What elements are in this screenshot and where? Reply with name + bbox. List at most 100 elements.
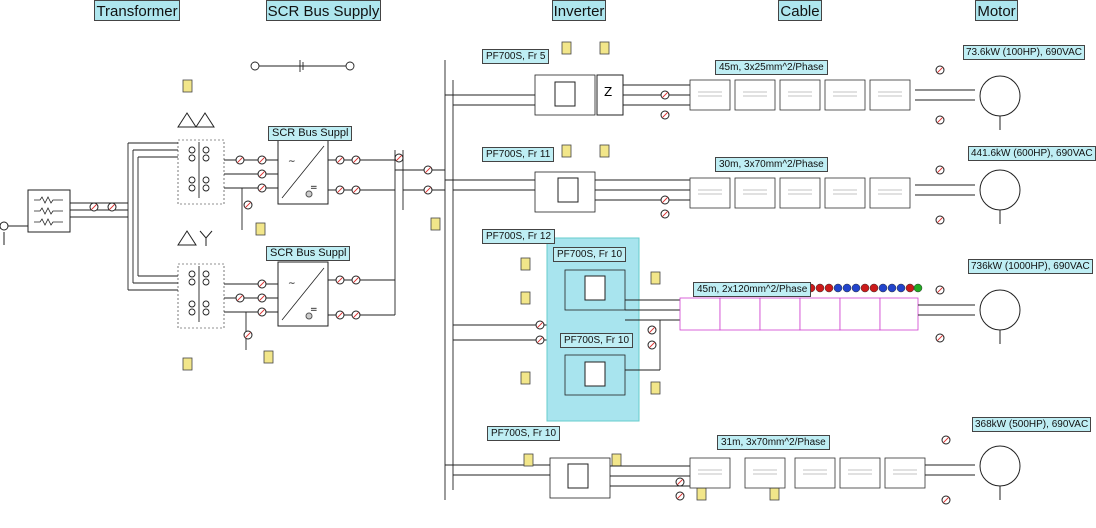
meter-icon — [235, 155, 245, 165]
meter-icon — [235, 293, 245, 303]
meter-icon — [660, 90, 670, 100]
svg-text:=: = — [310, 305, 318, 315]
scr-unit-lower-label: SCR Bus Suppl — [266, 246, 351, 261]
meter-icon — [351, 155, 361, 165]
motor-3-rating: 736kW (1000HP), 690VAC — [968, 259, 1093, 274]
meter-icon — [535, 335, 545, 345]
scope-icon — [599, 144, 610, 158]
meter-icon — [257, 307, 267, 317]
scope-icon — [523, 453, 534, 467]
scope-icon — [561, 144, 572, 158]
inverter-block-4 — [549, 457, 611, 499]
svg-text:Z: Z — [604, 85, 612, 99]
grid-source — [0, 221, 28, 245]
scr-rectifier-lower: ~ = — [277, 261, 329, 327]
meter-icon — [535, 320, 545, 330]
scope-icon — [520, 291, 531, 305]
scr-unit-upper-label: SCR Bus Suppl — [268, 126, 353, 141]
meter-icon — [660, 110, 670, 120]
meter-icon — [647, 340, 657, 350]
meter-icon — [941, 495, 951, 505]
meter-icon — [660, 209, 670, 219]
motor-1-symbol — [979, 75, 1021, 130]
scope-icon — [561, 41, 572, 55]
inverter-block-2 — [534, 171, 596, 213]
meter-icon — [660, 195, 670, 205]
svg-text:=: = — [310, 183, 318, 193]
secondary-wiring — [224, 159, 278, 350]
motor-3-symbol — [979, 289, 1021, 344]
meter-icon — [423, 165, 433, 175]
meter-icon — [257, 169, 267, 179]
inverter-block-3b — [564, 354, 626, 396]
scope-icon — [255, 222, 266, 236]
phase-indicator-dots — [806, 283, 923, 293]
output-wiring — [595, 84, 690, 487]
cable-1-label: 45m, 3x25mm^2/Phase — [715, 60, 828, 75]
meter-icon — [257, 293, 267, 303]
transformer-header: Transformer — [94, 0, 180, 21]
source-impedance-block — [27, 189, 71, 233]
scope-icon — [182, 79, 193, 93]
motor-2-rating: 441.6kW (600HP), 690VAC — [968, 146, 1096, 161]
drive-3b-label: PF700S, Fr 10 — [560, 333, 634, 348]
scope-icon — [769, 487, 780, 501]
motor-1-rating: 73.6kW (100HP), 690VAC — [963, 45, 1085, 60]
scope-icon — [650, 381, 661, 395]
meter-icon — [335, 310, 345, 320]
meter-icon — [257, 155, 267, 165]
scope-icon — [611, 453, 622, 467]
meter-icon — [243, 200, 253, 210]
motor-4-rating: 368kW (500HP), 690VAC — [972, 417, 1092, 432]
cable-model-3 — [679, 297, 919, 331]
cable-header: Cable — [778, 0, 822, 21]
meter-icon — [257, 279, 267, 289]
meter-icon — [243, 330, 253, 340]
scope-icon — [520, 371, 531, 385]
inverter-block-1: Z — [534, 74, 624, 116]
motor-2-symbol — [979, 169, 1021, 224]
meter-icon — [394, 153, 404, 163]
meter-icon — [257, 183, 267, 193]
meter-icon — [89, 202, 99, 212]
motor-feeds — [915, 89, 975, 476]
drive-3a-label: PF700S, Fr 10 — [553, 247, 627, 262]
meter-icon — [675, 491, 685, 501]
inverter-header: Inverter — [552, 0, 606, 21]
scope-icon — [696, 487, 707, 501]
meter-icon — [935, 165, 945, 175]
drive-4-label: PF700S, Fr 10 — [487, 426, 561, 441]
cable-4-label: 31m, 3x70mm^2/Phase — [717, 435, 830, 450]
scope-icon — [182, 357, 193, 371]
drive-1-label: PF700S, Fr 5 — [482, 49, 550, 64]
meter-icon — [941, 435, 951, 445]
inverter-block-3a — [564, 269, 626, 311]
svg-text:~: ~ — [288, 157, 296, 167]
cable-3-label: 45m, 2x120mm^2/Phase — [693, 282, 812, 297]
meter-icon — [335, 155, 345, 165]
meter-icon — [351, 185, 361, 195]
scope-icon — [430, 217, 441, 231]
meter-icon — [647, 325, 657, 335]
transformer-upper — [177, 112, 225, 205]
cable-model-1 — [689, 79, 911, 111]
meter-icon — [351, 310, 361, 320]
scope-icon — [650, 271, 661, 285]
primary-bus — [70, 142, 178, 291]
scope-icon — [263, 350, 274, 364]
meter-icon — [107, 202, 117, 212]
meter-icon — [423, 185, 433, 195]
cable-2-label: 30m, 3x70mm^2/Phase — [715, 157, 828, 172]
cable-model-2 — [689, 177, 911, 209]
meter-icon — [675, 477, 685, 487]
meter-icon — [335, 275, 345, 285]
svg-text:~: ~ — [288, 279, 296, 289]
scr-bus-supply-header: SCR Bus Supply — [266, 0, 381, 21]
meter-icon — [335, 185, 345, 195]
drive-3-label: PF700S, Fr 12 — [482, 229, 556, 244]
parallel-drive-highlight — [546, 237, 640, 422]
motor-4-symbol — [979, 445, 1021, 500]
cable-model-4 — [689, 457, 926, 489]
scope-icon — [520, 257, 531, 271]
